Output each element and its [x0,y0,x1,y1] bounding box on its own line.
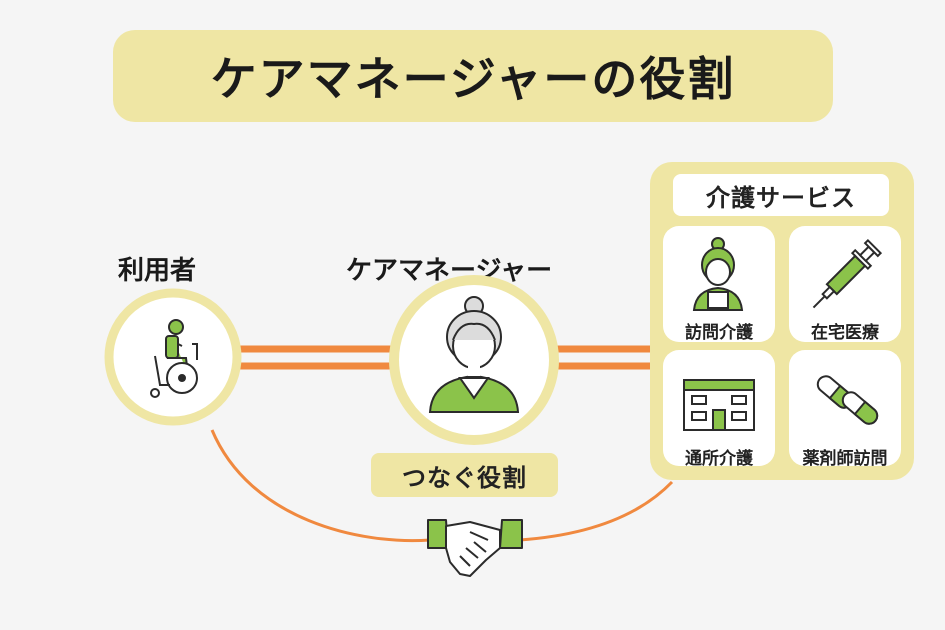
service-label-home-care: 訪問介護 [685,323,753,343]
service-label-home-medical: 在宅医療 [811,323,879,343]
service-label-pharmacist: 薬剤師訪問 [802,449,888,469]
role-label: つなぐ役割 [371,453,558,497]
user-label: 利用者 [118,256,197,286]
care-manager-woman-icon [428,296,520,413]
service-label-day-care: 通所介護 [685,449,753,469]
wheelchair-user-icon [150,319,198,398]
services-title: 介護サービス [673,174,889,216]
page-title: ケアマネージャーの役割 [113,30,833,122]
